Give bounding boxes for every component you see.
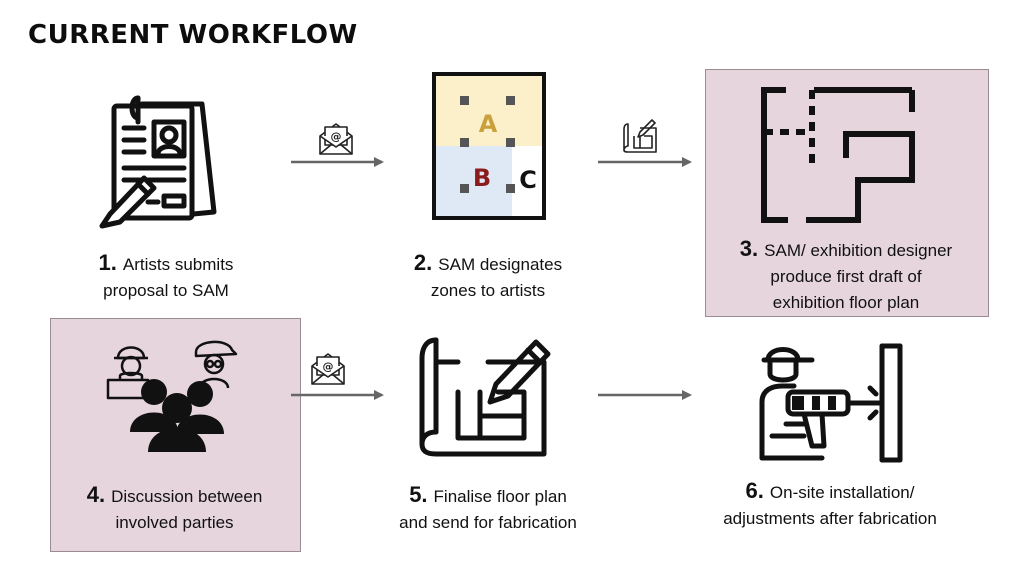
people-discussion-icon — [106, 340, 238, 452]
step-6-line1: On-site installation/ — [769, 483, 915, 502]
zone-b-area — [434, 146, 512, 218]
step-1-number: 1. — [98, 250, 117, 275]
email-icon: @ — [319, 123, 353, 155]
step-3-highlight — [705, 69, 989, 317]
step-2-line2: zones to artists — [430, 281, 546, 300]
step-4-number: 4. — [86, 482, 106, 507]
step-1-label: 1. Artists submits proposal to SAM — [56, 250, 276, 304]
step-4-line2: involved parties — [115, 513, 234, 532]
worker-drill-icon — [759, 343, 903, 463]
zone-map-icon: A B C — [432, 72, 546, 220]
step-2-line1: SAM designates — [438, 255, 563, 274]
step-3-line2: produce first draft of — [770, 267, 922, 286]
floor-plan-icon — [761, 87, 915, 223]
svg-text:@: @ — [331, 130, 342, 143]
email-icon: @ — [311, 353, 345, 385]
zone-a-letter: A — [479, 110, 498, 138]
svg-text:@: @ — [323, 360, 334, 373]
step-3-line1: SAM/ exhibition designer — [764, 241, 953, 260]
zone-a-area — [434, 74, 544, 146]
step-3-line3: exhibition floor plan — [772, 293, 920, 312]
step-5-line1: Finalise floor plan — [433, 487, 567, 506]
blueprint-pencil-icon — [419, 337, 551, 457]
step-6-number: 6. — [745, 478, 764, 503]
step-3-label: 3. SAM/ exhibition designer produce first… — [705, 236, 987, 316]
zone-b-letter: B — [473, 164, 491, 192]
step-2-label: 2. SAM designates zones to artists — [378, 250, 598, 304]
step-3-number: 3. — [739, 236, 759, 261]
step-1-line2: proposal to SAM — [103, 281, 229, 300]
page-title: CURRENT WORKFLOW — [28, 20, 358, 50]
step-6-label: 6. On-site installation/ adjustments afte… — [690, 478, 970, 532]
step-4-label: 4. Discussion between involved parties — [50, 482, 299, 536]
step-6-line2: adjustments after fabrication — [723, 509, 937, 528]
step-1-line1: Artists submits — [122, 255, 234, 274]
blueprint-icon — [623, 119, 657, 153]
zone-c-letter: C — [519, 166, 537, 194]
proposal-document-icon — [99, 95, 217, 229]
step-2-number: 2. — [413, 250, 433, 275]
step-5-number: 5. — [409, 482, 428, 507]
step-4-line1: Discussion between — [111, 487, 263, 506]
step-5-label: 5. Finalise floor plan and send for fabri… — [368, 482, 608, 536]
step-5-line2: and send for fabrication — [399, 513, 577, 532]
